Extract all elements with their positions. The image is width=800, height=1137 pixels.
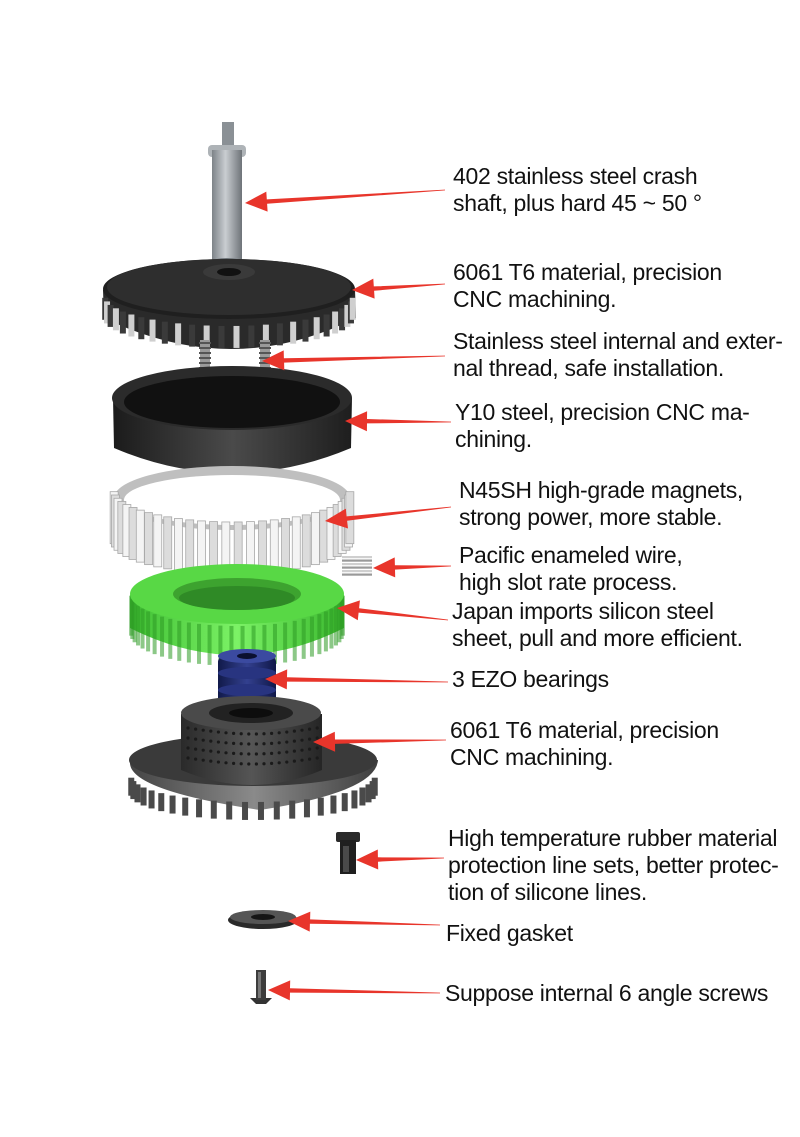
label-bearings: 3 EZO bearings: [452, 666, 609, 692]
callout-arrow: [356, 849, 444, 870]
steel-ring-part: [112, 366, 352, 473]
callout-arrow: [373, 557, 451, 578]
callout-arrow: [245, 189, 445, 212]
callout-arrow: [265, 669, 448, 690]
magnets-part: [109, 466, 355, 575]
label-thread: Stainless steel internal and exter-nal t…: [453, 328, 783, 381]
gasket-part: [228, 910, 298, 929]
grommet-part: [336, 832, 360, 874]
bearings-part: [218, 649, 276, 708]
callout-arrows: [245, 189, 451, 1001]
label-magnets: N45SH high-grade magnets,strong power, m…: [459, 477, 743, 530]
callout-arrow: [325, 506, 451, 529]
shaft-part: [208, 122, 246, 266]
label-wire: Pacific enameled wire,high slot rate pro…: [459, 542, 683, 595]
screw-part: [250, 970, 272, 1004]
base-part: [128, 696, 378, 820]
callout-arrow: [345, 411, 451, 432]
label-screw: Suppose internal 6 angle screws: [445, 980, 769, 1006]
enameled-wire-part: [342, 556, 372, 576]
rotor-cap-part: [102, 259, 356, 349]
callout-arrow: [288, 911, 440, 932]
label-gasket: Fixed gasket: [446, 920, 573, 946]
callout-arrow: [268, 980, 440, 1001]
stator-part: [129, 564, 345, 666]
label-steel-ring: Y10 steel, precision CNC ma-chining.: [455, 399, 750, 452]
callout-arrow: [313, 731, 446, 752]
callout-arrow: [262, 350, 445, 371]
callout-arrow: [352, 278, 445, 299]
callout-arrow: [337, 600, 448, 621]
